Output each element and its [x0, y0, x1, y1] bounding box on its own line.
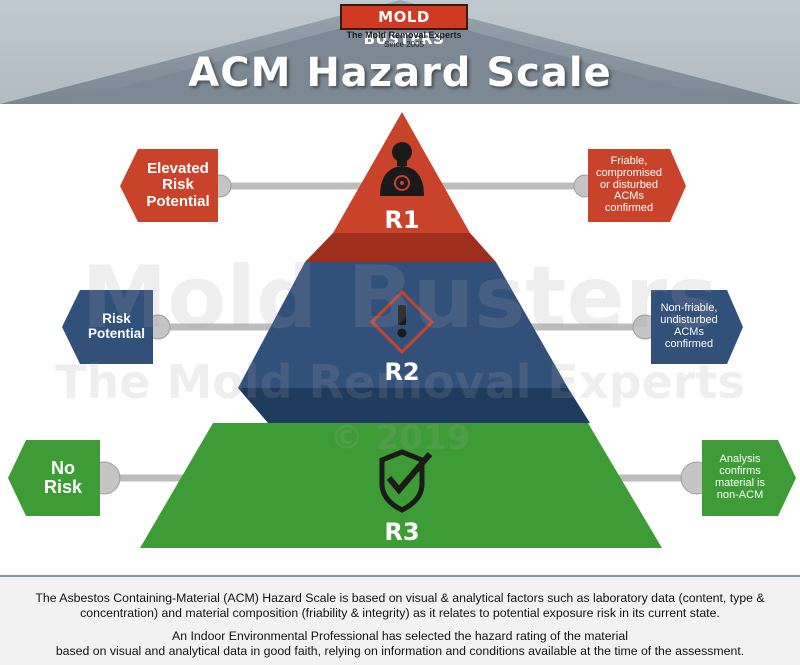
- flag-right-r3-line: material is: [714, 477, 766, 489]
- flag-right-r1-line: ACMs: [614, 190, 644, 203]
- flag-right-r1-shape: [588, 149, 686, 222]
- pyramid-graphic: [8, 112, 796, 548]
- flag-left-r3-line: No: [51, 457, 75, 478]
- tier-r1-label: R1: [384, 206, 420, 234]
- warning-diamond-icon: [369, 289, 435, 355]
- mold-busters-logo: MOLD BUSTERS The Mold Removal Experts Si…: [340, 4, 468, 49]
- flag-right-r1: Friable, compromised or disturbed ACMs c…: [588, 149, 670, 222]
- flag-left-r1-line: Risk: [162, 176, 194, 194]
- hazard-pyramid: Mold Busters The Mold Removal Experts © …: [8, 112, 796, 548]
- flag-left-r1-line: Elevated: [147, 160, 209, 178]
- header-banner: MOLD BUSTERS The Mold Removal Experts Si…: [0, 0, 800, 104]
- flag-left-r3-line: Risk: [43, 477, 83, 497]
- flag-right-r3: Analysis confirms material is non-ACM: [702, 440, 778, 516]
- page-title: ACM Hazard Scale: [188, 50, 612, 96]
- tier-r1-fold: [305, 233, 496, 262]
- flag-left-r3-shape: [8, 440, 100, 516]
- flag-left-r1: Elevated Risk Potential: [138, 149, 218, 222]
- logo-wordmark: MOLD BUSTERS: [340, 4, 468, 48]
- flag-left-r2-line: Potential: [87, 326, 145, 341]
- footer-disclaimer: The Asbestos Containing-Material (ACM) H…: [0, 575, 800, 665]
- footer-paragraph-2-line-1: An Indoor Environmental Professional has…: [172, 629, 628, 643]
- watermark-tagline: The Mold Removal Experts: [55, 355, 745, 409]
- flag-left-r2-line: Risk: [102, 311, 131, 327]
- flag-right-r2: Non-friable, undisturbed ACMs confirmed: [651, 290, 727, 364]
- flag-right-r3-line: confirms: [719, 465, 761, 478]
- watermark-copyright: © 2019: [329, 418, 471, 458]
- flag-right-r3-line: Analysis: [719, 453, 761, 466]
- flag-right-r1-line: or disturbed: [599, 178, 659, 191]
- footer-paragraph-1: The Asbestos Containing-Material (ACM) H…: [35, 591, 765, 620]
- flag-left-r2-shape: [62, 290, 153, 364]
- flag-right-r1-line: confirmed: [604, 202, 654, 215]
- flag-left-r1-line: Potential: [146, 192, 210, 210]
- flag-right-r1-line: compromised: [595, 166, 663, 179]
- tier-r2-label: R2: [384, 358, 420, 386]
- flag-right-r2-line: ACMs: [674, 326, 704, 338]
- tier-r3-label: R3: [384, 518, 420, 546]
- flag-right-r1-line: Friable,: [610, 154, 648, 167]
- flag-right-r2-line: confirmed: [664, 337, 714, 350]
- flag-right-r3-line: non-ACM: [716, 488, 764, 501]
- logo-tagline: The Mold Removal Experts: [346, 30, 462, 40]
- shield-check-icon: [379, 449, 433, 513]
- flag-left-r1-shape: [120, 149, 218, 222]
- footer-paragraph-2-line-2: based on visual and analytical data in g…: [55, 644, 745, 658]
- flag-right-r2-shape: [651, 290, 743, 364]
- flag-right-r3-shape: [702, 440, 796, 516]
- flag-right-r2-line: Non-friable,: [660, 302, 718, 315]
- tier-r2-fold: [238, 388, 590, 423]
- watermark-brand: Mold Busters: [81, 248, 719, 348]
- biohazard-person-icon: [380, 142, 424, 196]
- flag-right-r2-line: undisturbed: [660, 314, 718, 327]
- flag-left-r3: No Risk: [26, 440, 100, 516]
- logo-since: Since 2005: [383, 40, 425, 49]
- flag-left-r2: Risk Potential: [80, 290, 153, 364]
